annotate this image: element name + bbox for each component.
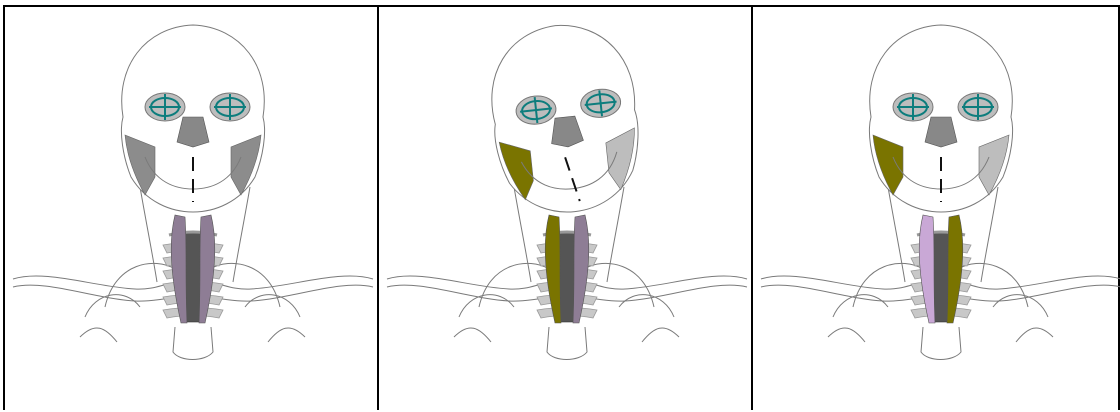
sternum <box>921 327 961 360</box>
neck-outline-right <box>607 187 624 282</box>
skull-group <box>121 25 264 212</box>
left-sternocleidomastoid <box>919 215 935 323</box>
left-rib-3 <box>828 328 865 342</box>
skull-neck-illustration-3 <box>753 7 1120 412</box>
left-rib-3 <box>454 328 491 342</box>
skull-neck-illustration-1 <box>5 7 381 412</box>
right-sternocleidomastoid <box>573 215 589 323</box>
right-sternocleidomastoid <box>199 215 215 323</box>
right-rib-3 <box>268 328 305 342</box>
panel-2 <box>377 5 753 410</box>
right-clavicle <box>211 276 373 289</box>
sternum <box>547 327 587 360</box>
left-sternocleidomastoid <box>171 215 187 323</box>
left-rib-3 <box>80 328 117 342</box>
right-clavicle <box>959 276 1120 289</box>
right-rib-3 <box>642 328 679 342</box>
neck-outline-right <box>233 187 250 282</box>
panel-3 <box>751 5 1120 410</box>
nasal-cavity <box>925 117 957 147</box>
illustration-group <box>387 18 747 359</box>
nasal-cavity <box>177 117 209 147</box>
skull-group <box>484 18 646 219</box>
sternum <box>173 327 213 360</box>
right-rib-3 <box>1016 328 1053 342</box>
illustration-group <box>761 25 1120 360</box>
panel-1 <box>3 5 379 410</box>
neck-outline-right <box>981 187 998 282</box>
illustration-group <box>13 25 373 360</box>
skull-neck-illustration-2 <box>379 7 755 412</box>
left-clavicle <box>13 276 175 289</box>
left-clavicle <box>387 276 549 289</box>
right-sternocleidomastoid <box>947 215 963 323</box>
left-sternocleidomastoid <box>545 215 561 323</box>
right-clavicle <box>585 276 747 289</box>
skull-group <box>869 25 1012 212</box>
left-clavicle <box>761 276 923 289</box>
